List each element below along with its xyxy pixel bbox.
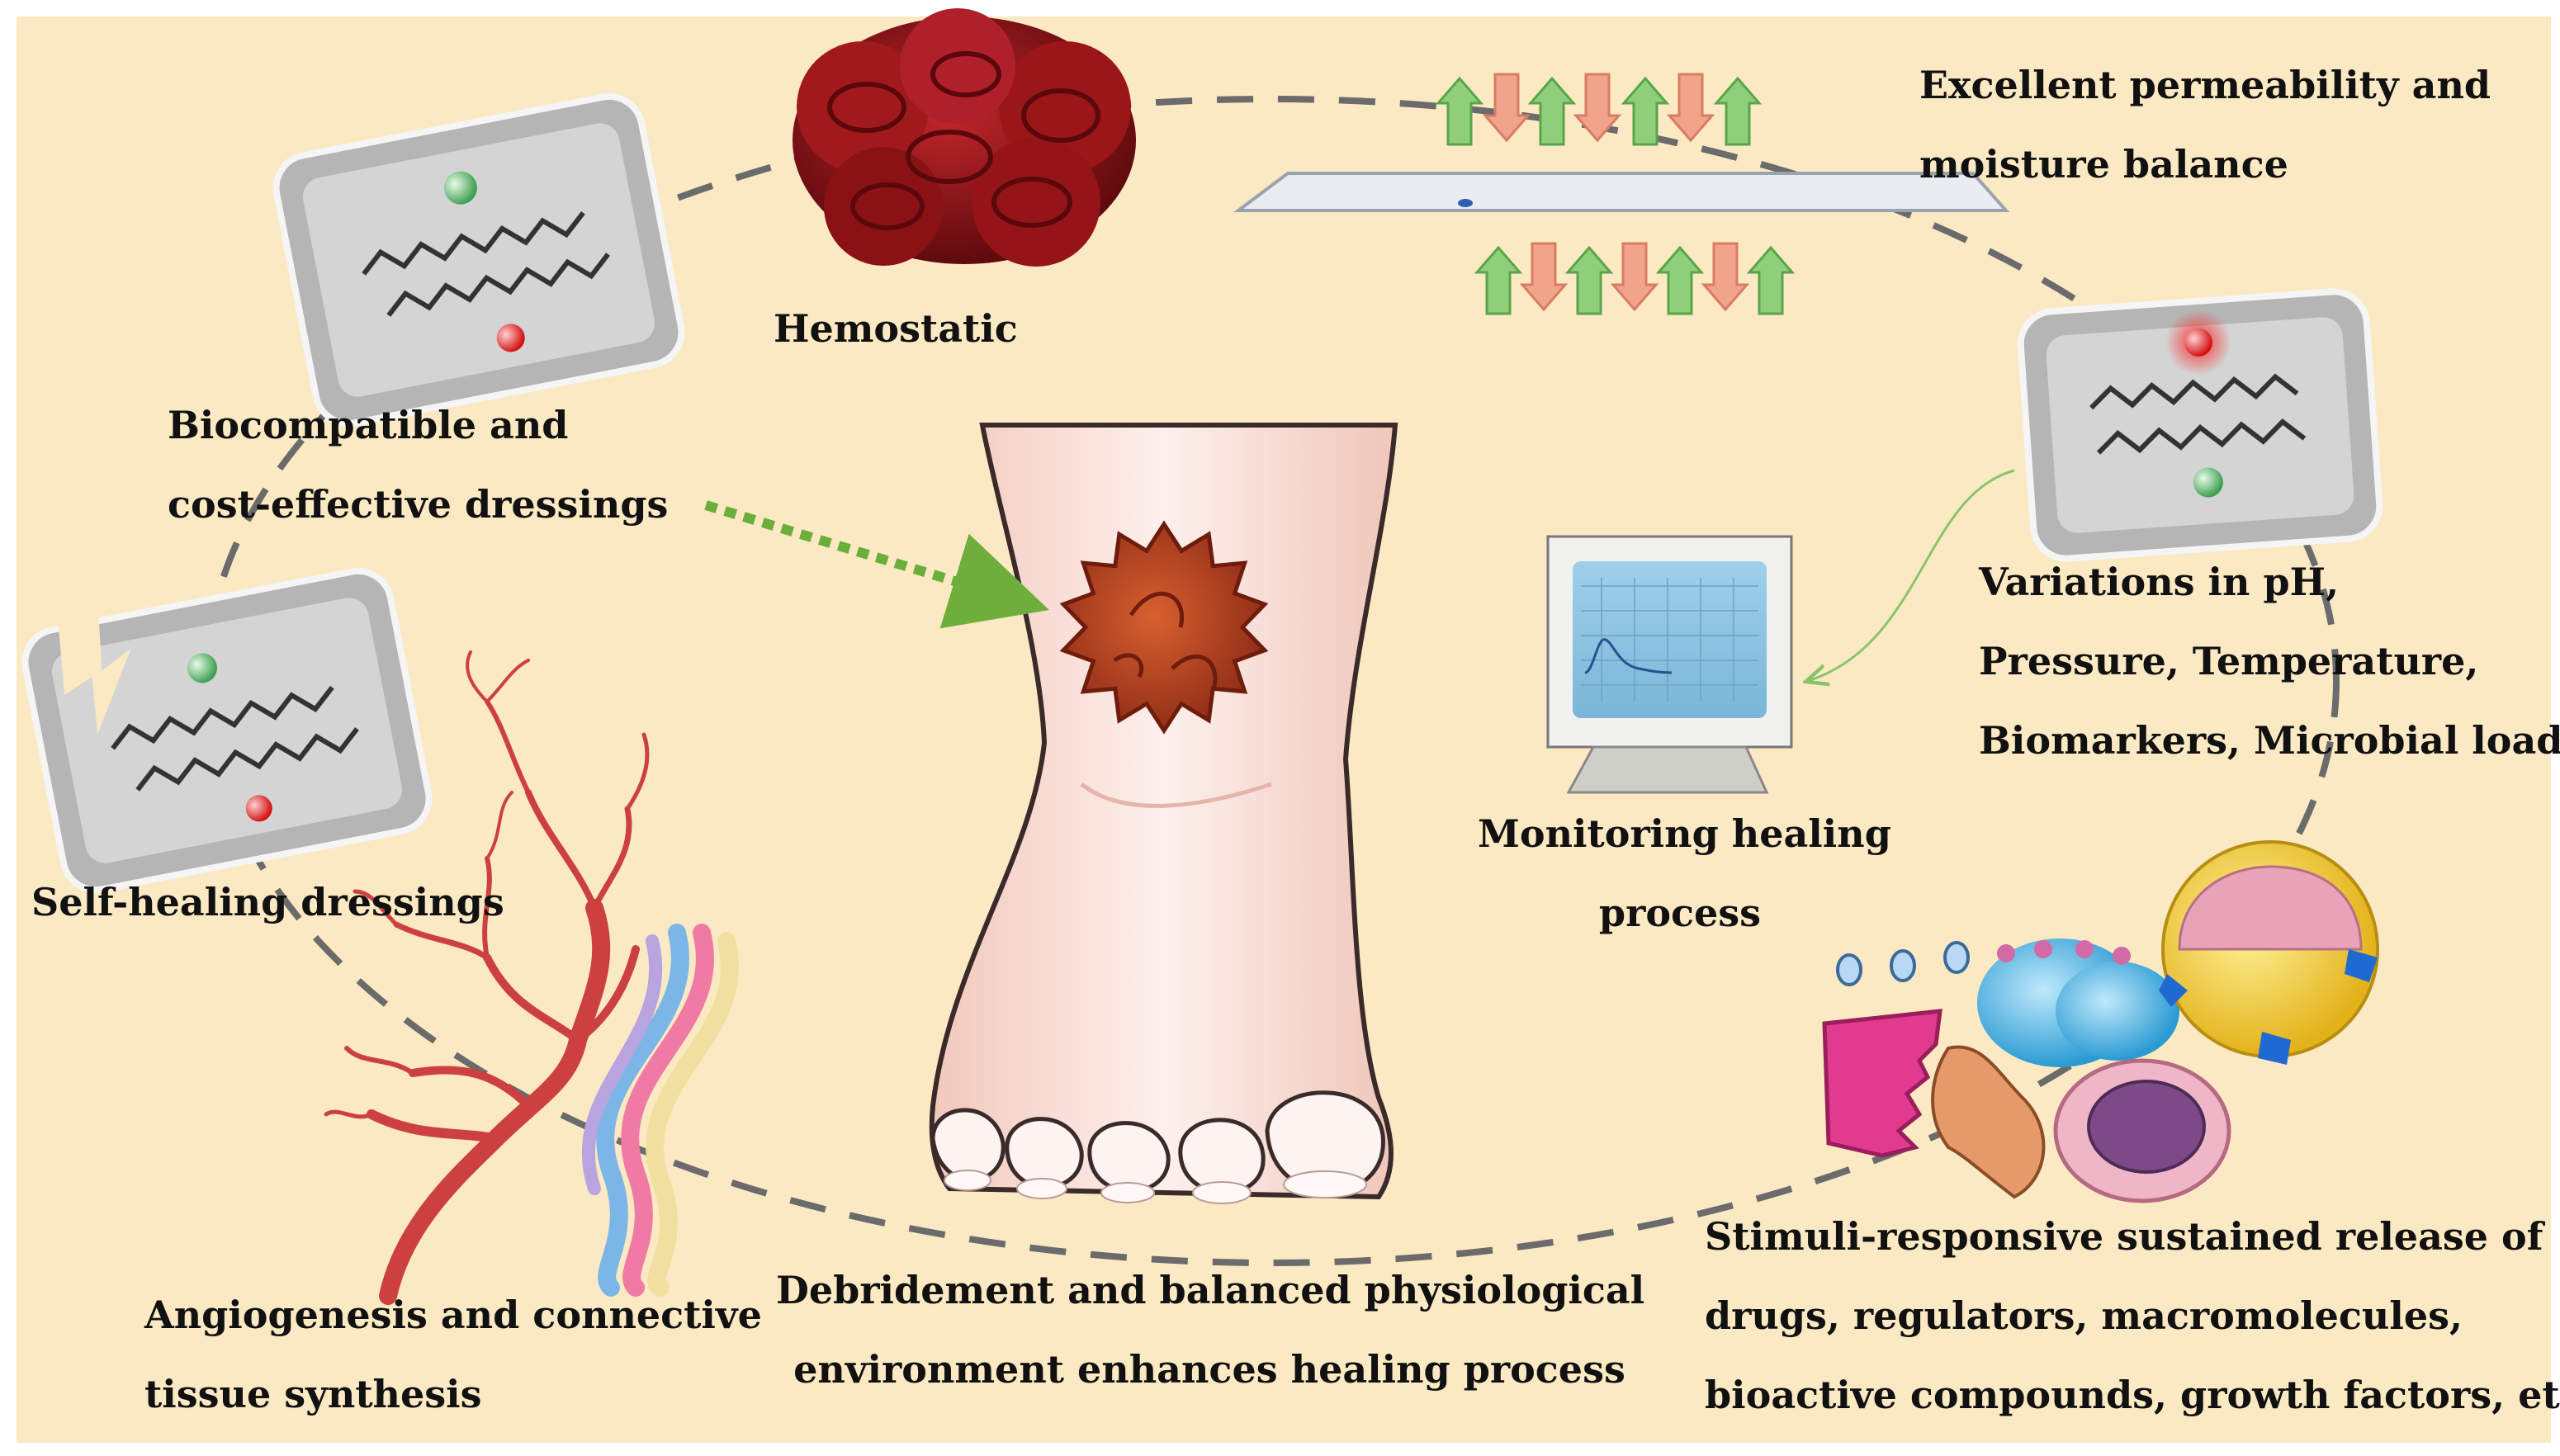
arrow-up-icon <box>1527 76 1577 146</box>
collagen-fiber-icon <box>581 924 739 1297</box>
arrow-down-icon <box>1519 242 1569 312</box>
self-healing-text: Self-healing dressings <box>31 880 504 924</box>
arrow-up-icon <box>1564 245 1614 315</box>
hemostatic-label: Hemostatic <box>774 289 1018 368</box>
arrow-up-icon <box>1713 76 1763 146</box>
permeability-line-1: Excellent permeability and <box>1919 63 2491 107</box>
arrow-down-icon <box>1573 73 1622 143</box>
variations-line-2: Pressure, Temperature, <box>1979 639 2479 683</box>
arrow-up-icon <box>1746 245 1796 315</box>
debridement-label: Debridement and balanced physiological e… <box>776 1250 1645 1409</box>
biocompatible-label: Biocompatible and cost-effective dressin… <box>168 385 668 544</box>
angiogenesis-label: Angiogenesis and connective tissue synth… <box>144 1275 762 1434</box>
arrow-down-icon <box>1482 73 1531 143</box>
hemostatic-text: Hemostatic <box>774 306 1018 351</box>
membrane-icon <box>1233 172 2010 212</box>
stimuli-line-1: Stimuli-responsive sustained release of <box>1705 1214 2543 1259</box>
monitoring-line-1: Monitoring healing <box>1478 811 1891 856</box>
arrow-up-icon <box>1474 245 1523 315</box>
arrow-down-icon <box>1701 242 1750 312</box>
smart-dressing-icon <box>2017 288 2383 562</box>
permeability-line-2: moisture balance <box>1919 142 2288 187</box>
monitoring-label: Monitoring healing process <box>1478 794 1891 953</box>
biocompatible-line-1: Biocompatible and <box>168 403 569 447</box>
self-healing-label: Self-healing dressings <box>31 863 504 942</box>
arrow-down-icon <box>1610 242 1659 312</box>
signal-arrow <box>1808 469 2015 681</box>
arrow-up-icon <box>1435 76 1484 146</box>
variations-label: Variations in pH, Pressure, Temperature,… <box>1979 542 2560 780</box>
variations-line-1: Variations in pH, <box>1979 560 2340 604</box>
arrow-up-icon <box>1655 245 1705 315</box>
debridement-line-1: Debridement and balanced physiological <box>776 1268 1645 1312</box>
permeability-arrows <box>1435 73 1796 315</box>
monitoring-line-2: process <box>1598 891 1762 935</box>
variations-line-3: Biomarkers, Microbial load <box>1979 718 2560 763</box>
arrow-up-icon <box>1621 76 1670 146</box>
drug-carrier-icon <box>1822 840 2379 1203</box>
permeability-label: Excellent permeability and moisture bala… <box>1919 45 2491 204</box>
angiogenesis-line-1: Angiogenesis and connective <box>144 1293 762 1337</box>
blood-clot-icon <box>793 8 1136 267</box>
angiogenesis-line-2: tissue synthesis <box>144 1372 482 1416</box>
biocompatible-line-2: cost-effective dressings <box>168 482 669 527</box>
monitor-icon <box>1546 535 1793 794</box>
debridement-line-2: environment enhances healing process <box>793 1347 1625 1392</box>
arrow-down-icon <box>1666 73 1715 143</box>
stimuli-line-3: bioactive compounds, growth factors, etc… <box>1705 1373 2560 1417</box>
self-healing-dressing-icon <box>21 567 433 894</box>
stimuli-label: Stimuli-responsive sustained release of … <box>1705 1197 2560 1435</box>
stimuli-line-2: drugs, regulators, macromolecules, <box>1705 1293 2463 1338</box>
dressing-icon <box>272 92 685 428</box>
pointer-arrow <box>704 500 1049 629</box>
blood-vessel-icon <box>324 650 650 1305</box>
